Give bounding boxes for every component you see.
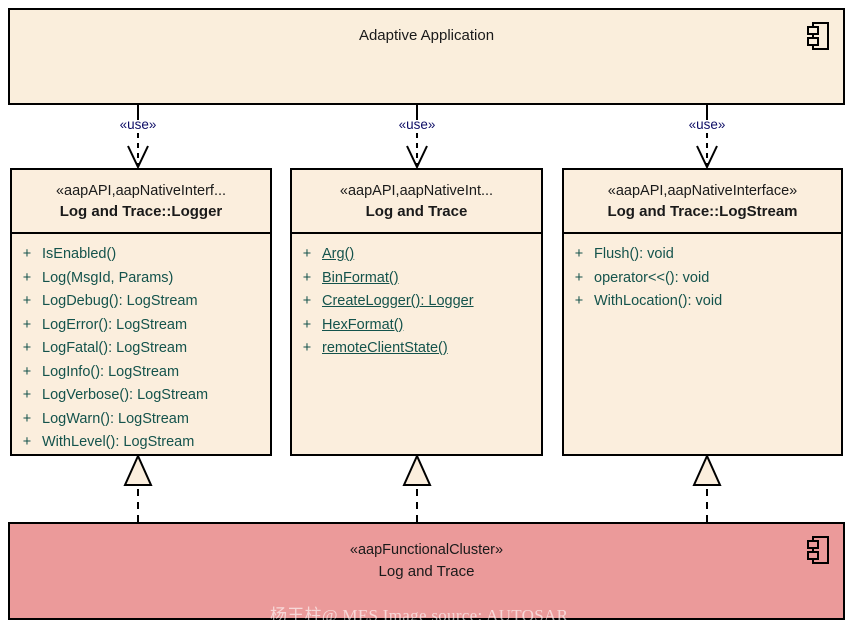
use-label-3: «use» (688, 117, 726, 132)
member-visibility: + (574, 269, 584, 286)
class-member[interactable]: + LogInfo(): LogStream (12, 361, 270, 385)
member-visibility: + (22, 387, 32, 403)
member-visibility: + (22, 269, 32, 286)
member-visibility: + (22, 293, 32, 309)
member-visibility: + (22, 316, 32, 333)
class-logger-stereotype: «aapAPI,aapNativeInterf... (55, 183, 227, 199)
use-label-1: «use» (119, 117, 157, 132)
member-visibility: + (302, 246, 312, 262)
member-visibility: + (302, 340, 312, 356)
class-logstream-members: + Flush(): void + operator<<(): void + W… (564, 234, 841, 454)
member-signature: WithLevel(): LogStream (42, 434, 195, 450)
member-visibility: + (302, 293, 312, 309)
member-signature: HexFormat() (322, 316, 404, 333)
class-member[interactable]: + BinFormat() (292, 267, 541, 291)
use-label-2: «use» (398, 117, 436, 132)
cluster-name: Log and Trace (378, 563, 475, 580)
component-icon (807, 536, 829, 564)
class-logger-name: Log and Trace::Logger (59, 203, 223, 220)
member-signature: remoteClientState() (322, 340, 448, 356)
member-signature: BinFormat() (322, 269, 399, 286)
member-signature: CreateLogger(): Logger (322, 293, 474, 309)
class-member[interactable]: + WithLevel(): LogStream (12, 431, 270, 455)
component-adaptive-application[interactable]: Adaptive Application (8, 8, 845, 105)
component-log-and-trace-cluster[interactable]: «aapFunctionalCluster» Log and Trace (8, 522, 845, 620)
class-log-and-trace[interactable]: «aapAPI,aapNativeInt... Log and Trace + … (290, 168, 543, 456)
member-visibility: + (302, 269, 312, 286)
class-logstream-name: Log and Trace::LogStream (607, 203, 798, 220)
member-signature: Log(MsgId, Params) (42, 269, 174, 286)
class-log-and-trace-members: + Arg() + BinFormat() + CreateLogger(): … (292, 234, 541, 454)
class-member[interactable]: + Arg() (292, 243, 541, 267)
class-member[interactable]: + LogFatal(): LogStream (12, 337, 270, 361)
class-member[interactable]: + LogError(): LogStream (12, 314, 270, 338)
member-signature: Arg() (322, 246, 355, 262)
class-logstream-stereotype: «aapAPI,aapNativeInterface» (607, 183, 798, 199)
class-member[interactable]: + LogVerbose(): LogStream (12, 384, 270, 408)
member-signature: IsEnabled() (42, 246, 117, 262)
member-signature: WithLocation(): void (594, 293, 723, 309)
class-member[interactable]: + Log(MsgId, Params) (12, 267, 270, 291)
class-log-and-trace-stereotype: «aapAPI,aapNativeInt... (339, 183, 494, 199)
member-signature: LogInfo(): LogStream (42, 363, 180, 380)
member-signature: LogFatal(): LogStream (42, 340, 188, 356)
watermark: 杨王柱@ MES Image source: AUTOSAR (270, 606, 569, 625)
class-member[interactable]: + WithLocation(): void (564, 290, 841, 314)
member-signature: LogWarn(): LogStream (42, 410, 189, 427)
class-member[interactable]: + HexFormat() (292, 314, 541, 338)
member-signature: Flush(): void (594, 246, 674, 262)
member-visibility: + (22, 434, 32, 450)
component-adaptive-application-title: Adaptive Application (358, 27, 495, 44)
class-member[interactable]: + CreateLogger(): Logger (292, 290, 541, 314)
class-logger[interactable]: «aapAPI,aapNativeInterf... Log and Trace… (10, 168, 272, 456)
member-visibility: + (22, 246, 32, 262)
member-signature: LogError(): LogStream (42, 316, 188, 333)
member-signature: LogDebug(): LogStream (42, 293, 198, 309)
class-log-and-trace-header: «aapAPI,aapNativeInt... Log and Trace (292, 170, 541, 234)
class-member[interactable]: + Flush(): void (564, 243, 841, 267)
class-member[interactable]: + LogDebug(): LogStream (12, 290, 270, 314)
member-visibility: + (574, 293, 584, 309)
class-member[interactable]: + LogWarn(): LogStream (12, 408, 270, 432)
member-signature: operator<<(): void (594, 269, 710, 286)
member-signature: LogVerbose(): LogStream (42, 387, 209, 403)
class-logger-members: + IsEnabled() + Log(MsgId, Params) + Log… (12, 234, 270, 455)
class-member[interactable]: + operator<<(): void (564, 267, 841, 291)
member-visibility: + (22, 363, 32, 380)
class-log-and-trace-name: Log and Trace (365, 203, 468, 220)
member-visibility: + (302, 316, 312, 333)
member-visibility: + (22, 340, 32, 356)
member-visibility: + (574, 246, 584, 262)
component-icon (807, 22, 829, 50)
cluster-stereotype: «aapFunctionalCluster» (349, 542, 504, 558)
class-member[interactable]: + IsEnabled() (12, 243, 270, 267)
member-visibility: + (22, 410, 32, 427)
class-member[interactable]: + remoteClientState() (292, 337, 541, 361)
class-logstream[interactable]: «aapAPI,aapNativeInterface» Log and Trac… (562, 168, 843, 456)
class-logstream-header: «aapAPI,aapNativeInterface» Log and Trac… (564, 170, 841, 234)
class-logger-header: «aapAPI,aapNativeInterf... Log and Trace… (12, 170, 270, 234)
